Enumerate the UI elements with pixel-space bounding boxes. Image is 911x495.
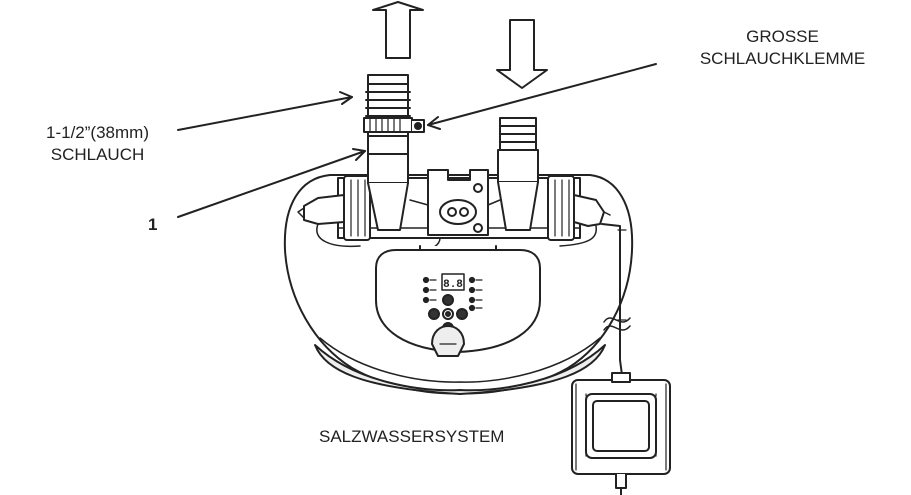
left-cable-connector (303, 194, 345, 225)
right-cable-connector (573, 194, 605, 227)
housing-bottom-band (314, 344, 606, 395)
clamp-label-line1: GROSSE (746, 27, 819, 46)
outlet-union-nut (367, 152, 409, 184)
flow-out-arrow-icon (372, 1, 424, 59)
power-cable (601, 223, 623, 376)
right-button[interactable] (456, 308, 468, 320)
hose-size-label-line2: SCHLAUCH (50, 145, 145, 164)
indicator-lights (422, 276, 483, 312)
callout-1-leader (177, 150, 366, 218)
boost-button[interactable] (442, 294, 454, 306)
system-name-label: SALZWASSERSYSTEM (319, 427, 505, 446)
callout-number: 1 (148, 215, 158, 234)
hose-size-leader (177, 96, 353, 131)
led-readout: 8.8 (443, 279, 463, 291)
hose-size-label-line1: 1-1/2”(38mm) (46, 123, 149, 142)
clamp-label: GROSSE SCHLAUCHKLEMME (660, 26, 905, 70)
left-button[interactable] (428, 308, 440, 320)
right-end-cap (547, 175, 575, 241)
flow-in-arrow-icon (496, 19, 548, 89)
hose-size-label: 1-1/2”(38mm) SCHLAUCH (10, 122, 185, 166)
led-display (441, 273, 465, 291)
clamp-leader (427, 63, 657, 126)
panel-emblem (431, 325, 465, 357)
left-end-cap (343, 175, 371, 241)
control-panel (375, 249, 541, 353)
inlet-union-nut (497, 149, 539, 183)
cable-break-mark (603, 317, 631, 331)
clamp-label-line2: SCHLAUCHKLEMME (699, 49, 866, 68)
